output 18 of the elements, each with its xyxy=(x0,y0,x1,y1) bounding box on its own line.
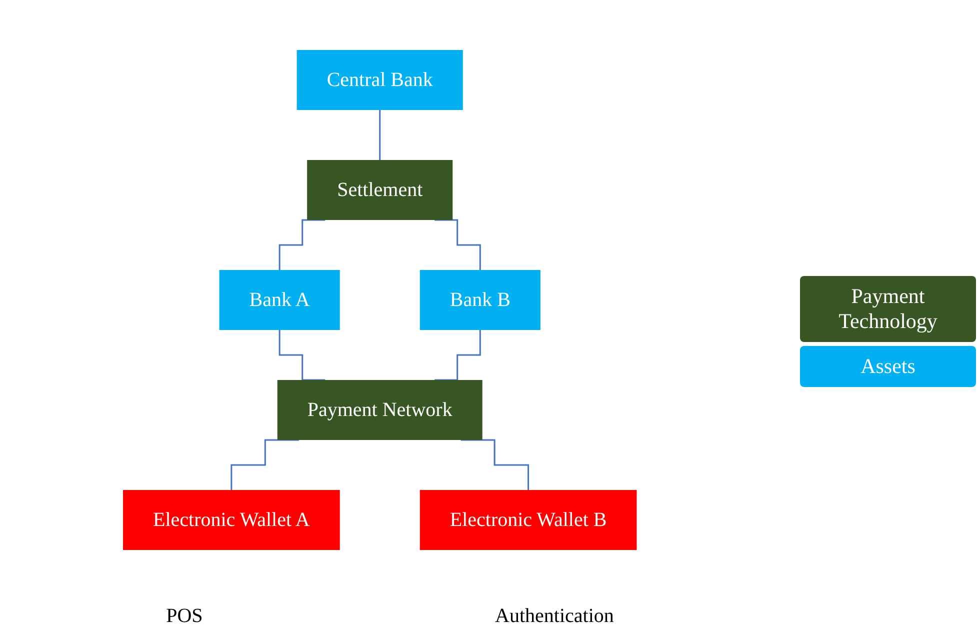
legend-swatch: Assets xyxy=(800,346,976,387)
label-text: POS xyxy=(166,605,203,628)
node-box: Electronic Wallet A xyxy=(123,490,340,550)
label-text: Authentication xyxy=(495,605,614,628)
node-box: Payment Network xyxy=(278,380,482,440)
connector xyxy=(278,329,326,381)
connector xyxy=(460,439,530,491)
node-box: Central Bank xyxy=(296,50,464,110)
connector xyxy=(278,219,326,271)
connector xyxy=(230,439,300,491)
legend-swatch: Payment Technology xyxy=(800,276,976,342)
node-box: Bank B xyxy=(420,270,541,330)
connector xyxy=(434,219,482,271)
node-box: Settlement xyxy=(307,160,453,220)
connector xyxy=(379,109,381,161)
node-box: Bank A xyxy=(219,270,340,330)
connector xyxy=(434,329,482,381)
node-box: Electronic Wallet B xyxy=(420,490,637,550)
